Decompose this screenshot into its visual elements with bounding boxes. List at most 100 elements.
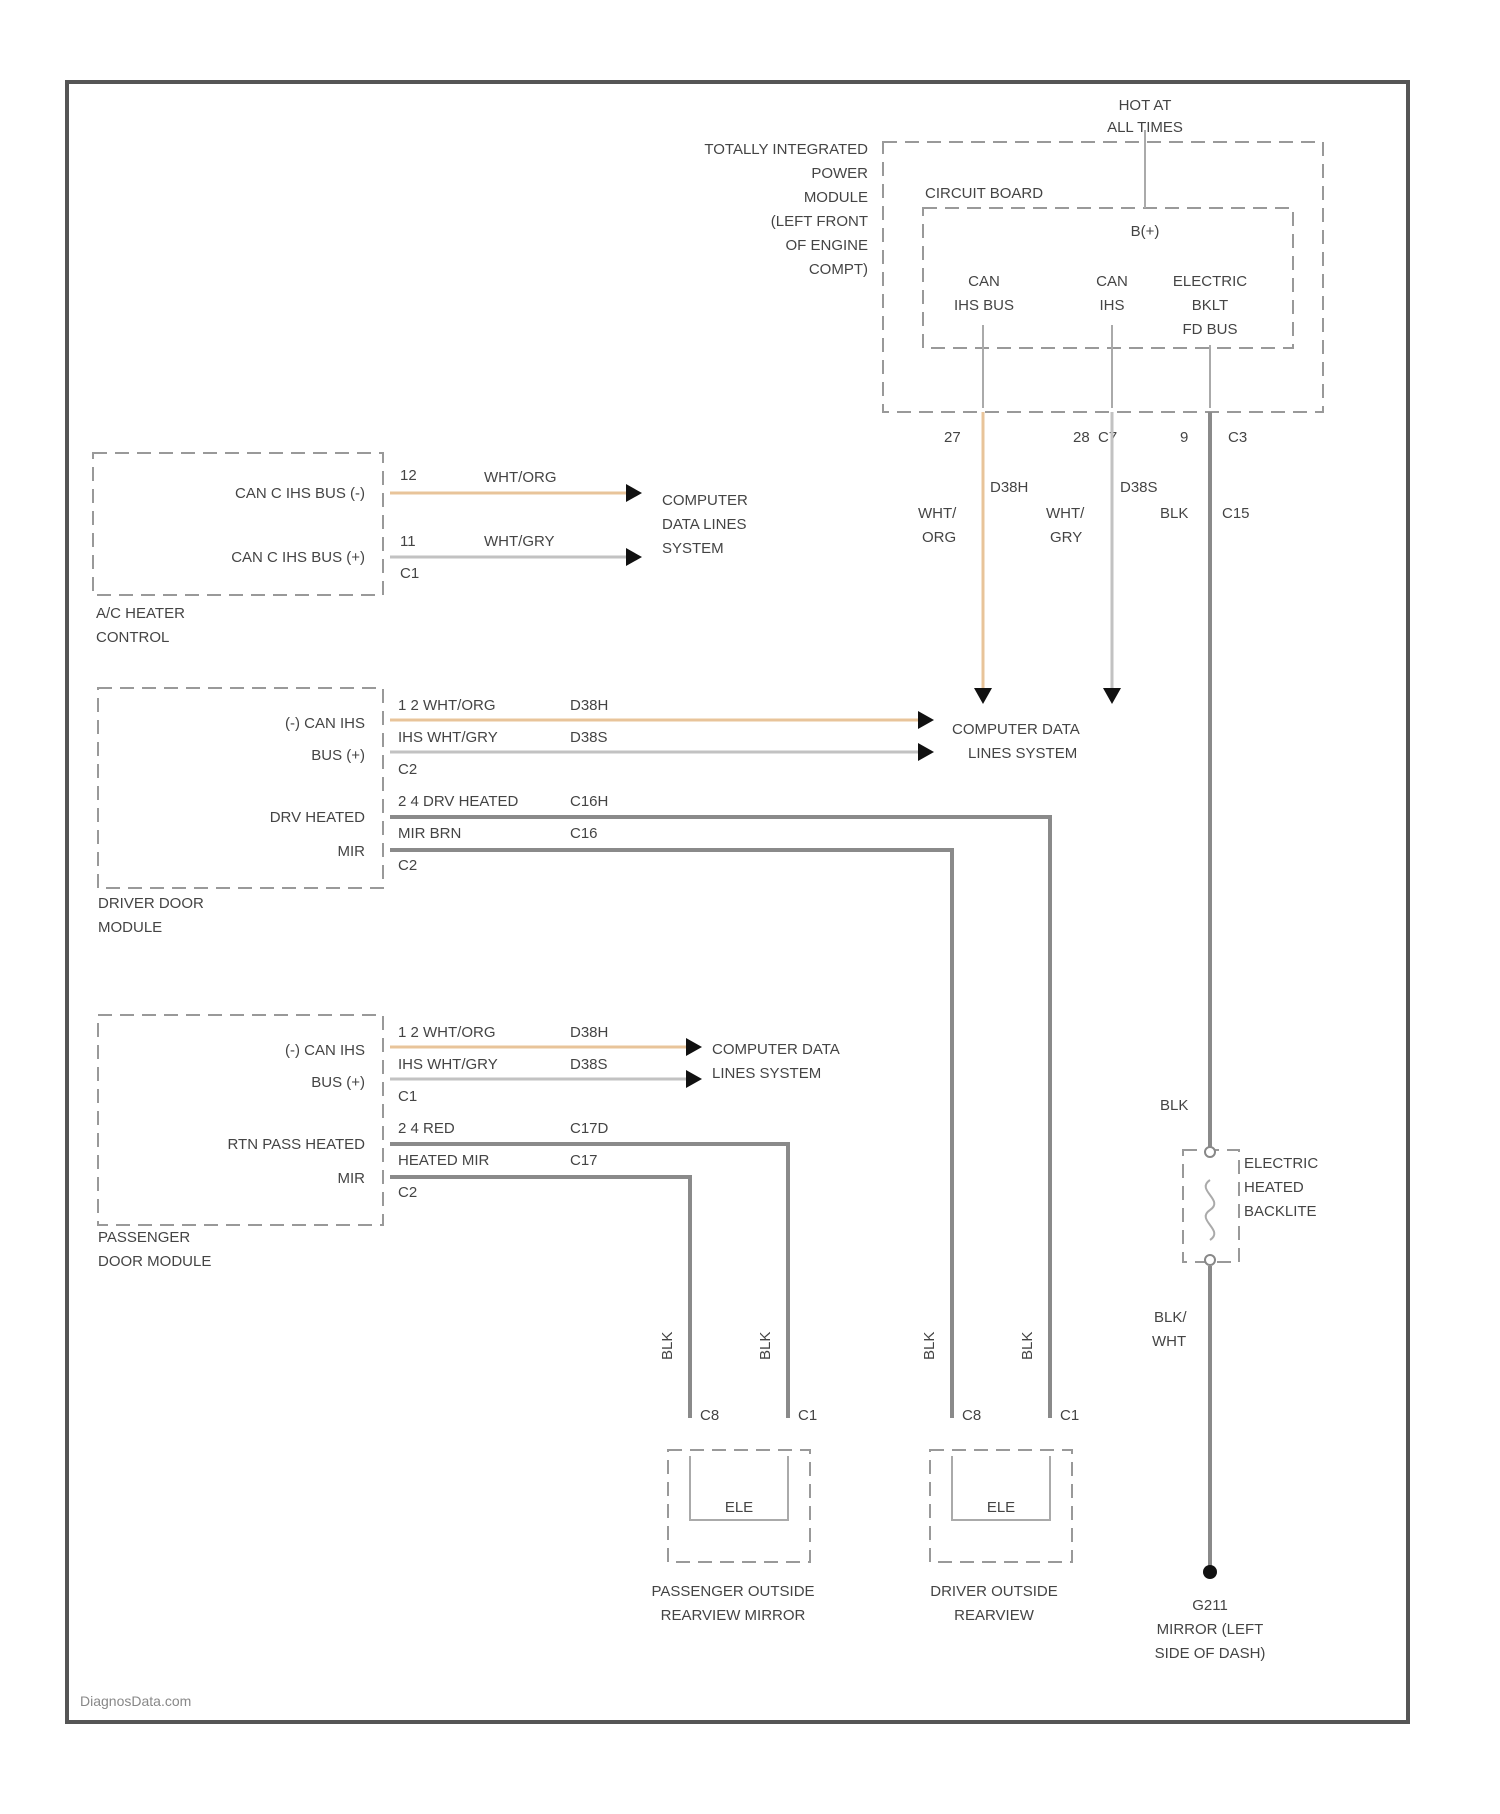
pass-pin-can: (-) CAN IHS	[285, 1042, 365, 1059]
fuse-label: B(+)	[1131, 223, 1160, 240]
ac-pin-11: 11	[400, 533, 416, 550]
pass-c2: C2	[398, 1184, 417, 1201]
ac-heater-control: CAN C IHS BUS (-) CAN C IHS BUS (+) 12 1…	[93, 453, 748, 646]
pass-dest-1: COMPUTER DATA	[712, 1041, 840, 1058]
pin-can-ihs2-1: CAN	[1096, 273, 1128, 290]
drv-c2a: C2	[398, 761, 417, 778]
pass-pin-heated: RTN PASS HEATED	[227, 1136, 365, 1153]
ac-dest-1: COMPUTER	[662, 492, 748, 509]
drv-row3: 2 4 DRV HEATED	[398, 793, 518, 810]
pass-name-1: PASSENGER	[98, 1229, 190, 1246]
pass-mirror-name-1: PASSENGER OUTSIDE	[651, 1583, 814, 1600]
drv-pin-can: (-) CAN IHS	[285, 715, 365, 732]
tipm-wire-right-color-1: WHT/	[1046, 505, 1085, 522]
ac-name-2: CONTROL	[96, 629, 169, 646]
computer-data-center-2: LINES SYSTEM	[968, 745, 1077, 762]
backlite-name-3: BACKLITE	[1244, 1203, 1317, 1220]
backlite-name-2: HEATED	[1244, 1179, 1304, 1196]
tipm-pin-28: 28	[1073, 429, 1090, 446]
backlite-wire-bottom-2: WHT	[1152, 1333, 1186, 1350]
pass-name-2: DOOR MODULE	[98, 1253, 211, 1270]
ground-name-1: G211	[1192, 1597, 1228, 1614]
tipm-wire-blk: BLK	[1160, 505, 1188, 522]
drv-row3-circuit: C16H	[570, 793, 608, 810]
backlite-wire-bottom-1: BLK/	[1154, 1309, 1187, 1326]
pass-mirror-wire-a: BLK	[659, 1332, 676, 1360]
tipm-pin-c3: C3	[1228, 429, 1247, 446]
watermark: DiagnosData.com	[80, 1693, 191, 1709]
tipm-pin-9: 9	[1180, 429, 1188, 446]
hot-label-1: HOT AT	[1119, 97, 1172, 114]
drv-name-1: DRIVER DOOR	[98, 895, 204, 912]
drv-row4: MIR BRN	[398, 825, 461, 842]
drv-pin-bus: BUS (+)	[311, 747, 365, 764]
pass-pin-mir: MIR	[338, 1170, 366, 1187]
pass-row1-circuit: D38H	[570, 1024, 608, 1041]
pin-backlite-1: ELECTRIC	[1173, 273, 1247, 290]
tipm-pin-27: 27	[944, 429, 961, 446]
ground-dot	[1203, 1565, 1217, 1579]
pass-mirror-element: ELE	[725, 1499, 753, 1516]
pass-row4: HEATED MIR	[398, 1152, 490, 1169]
driver-door-module: (-) CAN IHS BUS (+) DRV HEATED MIR 1 2 W…	[98, 688, 1050, 1418]
drv-mirror-element: ELE	[987, 1499, 1015, 1516]
pass-row1: 1 2 WHT/ORG	[398, 1024, 496, 1041]
drv-row4-circuit: C16	[570, 825, 598, 842]
ac-wire2-color: WHT/GRY	[484, 533, 555, 550]
drv-row1: 1 2 WHT/ORG	[398, 697, 496, 714]
drv-mirror-pin-a: C8	[962, 1407, 981, 1424]
circuit-board-label: CIRCUIT BOARD	[925, 185, 1043, 202]
ground-name-3: SIDE OF DASH)	[1155, 1645, 1266, 1662]
heated-backlite: BLK ELECTRIC HEATED BACKLITE BLK/ WHT	[1152, 1097, 1318, 1568]
drv-mirror-wire-b: BLK	[1019, 1332, 1036, 1360]
passenger-mirror: BLK BLK C8 C1 ELE PASSENGER OUTSIDE REAR…	[651, 1332, 817, 1624]
pass-row2-circuit: D38S	[570, 1056, 608, 1073]
pass-pin-bus: BUS (+)	[311, 1074, 365, 1091]
drv-mirror-wire-a: BLK	[921, 1332, 938, 1360]
ac-pin-12: 12	[400, 467, 417, 484]
tipm-module: HOT AT ALL TIMES TOTALLY INTEGRATED POWE…	[704, 97, 1323, 446]
drv-row2: IHS WHT/GRY	[398, 729, 498, 746]
drv-pin-mir: MIR	[338, 843, 366, 860]
ac-dest-3: SYSTEM	[662, 540, 724, 557]
hot-label-2: ALL TIMES	[1107, 119, 1183, 136]
tipm-name-3: MODULE	[804, 189, 868, 206]
pass-mirror-pin-a: C8	[700, 1407, 719, 1424]
pass-heated-wire	[390, 1144, 788, 1418]
drv-mirror-name-2: REARVIEW	[954, 1607, 1035, 1624]
pin-backlite-3: FD BUS	[1182, 321, 1237, 338]
ac-pin1-label: CAN C IHS BUS (-)	[235, 485, 365, 502]
drv-row2-circuit: D38S	[570, 729, 608, 746]
tipm-name-2: POWER	[811, 165, 868, 182]
drv-name-2: MODULE	[98, 919, 162, 936]
pin-can-ihs2-2: IHS	[1099, 297, 1124, 314]
drv-pin-heated: DRV HEATED	[270, 809, 365, 826]
passenger-door-module: (-) CAN IHS BUS (+) RTN PASS HEATED MIR …	[98, 1015, 840, 1418]
driver-mirror: BLK BLK C8 C1 ELE DRIVER OUTSIDE REARVIE…	[921, 1332, 1079, 1624]
drv-row1-circuit: D38H	[570, 697, 608, 714]
pass-c1: C1	[398, 1088, 417, 1105]
tipm-wire-right-circuit: D38S	[1120, 479, 1158, 496]
pin-can-ihs-2: IHS BUS	[954, 297, 1014, 314]
drv-mirror-pin-b: C1	[1060, 1407, 1079, 1424]
tipm-name-4: (LEFT FRONT	[771, 213, 868, 230]
pass-mirror-wire-b: BLK	[757, 1332, 774, 1360]
tipm-name-6: COMPT)	[809, 261, 868, 278]
pass-row3: 2 4 RED	[398, 1120, 455, 1137]
pass-mir-wire	[390, 1177, 690, 1418]
tipm-name-5: OF ENGINE	[785, 237, 868, 254]
ground-name-2: MIRROR (LEFT	[1157, 1621, 1264, 1638]
tipm-wire-right-color-2: GRY	[1050, 529, 1082, 546]
pass-row3-circuit: C17D	[570, 1120, 609, 1137]
ground-g211: G211 MIRROR (LEFT SIDE OF DASH)	[1155, 1565, 1266, 1662]
backlite-box	[1183, 1150, 1239, 1262]
pass-mirror-pin-b: C1	[798, 1407, 817, 1424]
ac-pin-c1: C1	[400, 565, 419, 582]
computer-data-center-1: COMPUTER DATA	[952, 721, 1080, 738]
pass-row4-circuit: C17	[570, 1152, 598, 1169]
pin-backlite-2: BKLT	[1192, 297, 1228, 314]
ac-pin2-label: CAN C IHS BUS (+)	[231, 549, 365, 566]
pin-can-ihs-1: CAN	[968, 273, 1000, 290]
pass-row2: IHS WHT/GRY	[398, 1056, 498, 1073]
